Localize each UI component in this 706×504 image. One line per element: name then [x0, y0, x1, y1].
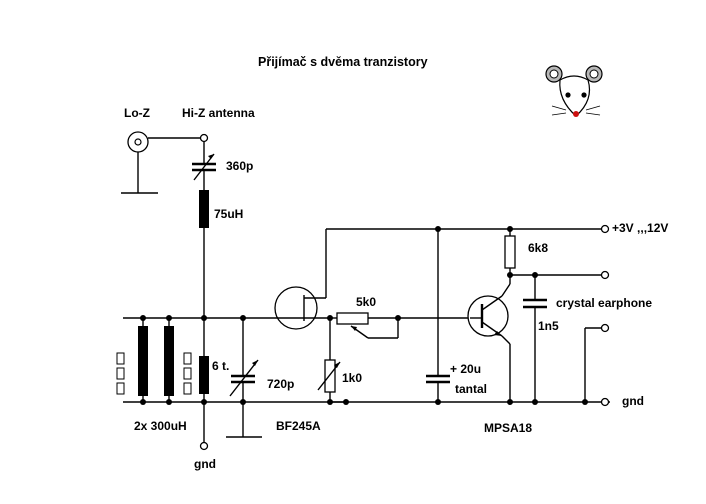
earphone-output: [510, 274, 602, 402]
cap-1n5-label: 1n5: [538, 319, 559, 333]
lo-z-coax-connector: [121, 131, 204, 194]
cap-720p-label: 720p: [267, 377, 294, 391]
inductor-75uh-label: 75uH: [214, 207, 243, 221]
tantal-label: tantal: [455, 382, 487, 396]
junction-dots: [140, 226, 588, 405]
potentiometer-5k0: [330, 312, 470, 339]
coil-6t-label: 6 t.: [212, 359, 229, 373]
jfet-bf245a: [243, 229, 330, 330]
bjt-mpsa18: [467, 274, 511, 402]
gnd-right-label: gnd: [622, 394, 644, 408]
resistor-1k0-label: 1k0: [342, 371, 362, 385]
supply-label: +3V ,,,12V: [612, 221, 668, 235]
gnd-bottom-label: gnd: [194, 457, 216, 471]
capacitor-20u-tantal: [426, 229, 450, 402]
pot-5k0-label: 5k0: [356, 295, 376, 309]
resistor-6k8-label: 6k8: [528, 241, 548, 255]
cap-360p-label: 360p: [226, 159, 253, 173]
ferrite-antenna-coils: [116, 317, 610, 403]
resistor-6k8: [504, 229, 516, 275]
diagram-title: Přijímač s dvěma tranzistory: [258, 55, 428, 69]
bjt-label: MPSA18: [484, 421, 532, 435]
jfet-label: BF245A: [276, 419, 321, 433]
terminals: [199, 133, 610, 451]
crystal-earphone-label: crystal earphone: [556, 296, 652, 310]
tuning-capacitor-720p: [226, 318, 262, 438]
lo-z-label: Lo-Z: [124, 106, 150, 120]
hi-z-antenna-label: Hi-Z antenna: [182, 106, 255, 120]
cap-20u-label: + 20u: [450, 362, 481, 376]
resistor-1k0: [317, 318, 346, 403]
antenna-branch: [192, 142, 216, 443]
coils-2x300uh-label: 2x 300uH: [134, 419, 187, 433]
mouse-face-icon: [545, 65, 603, 117]
